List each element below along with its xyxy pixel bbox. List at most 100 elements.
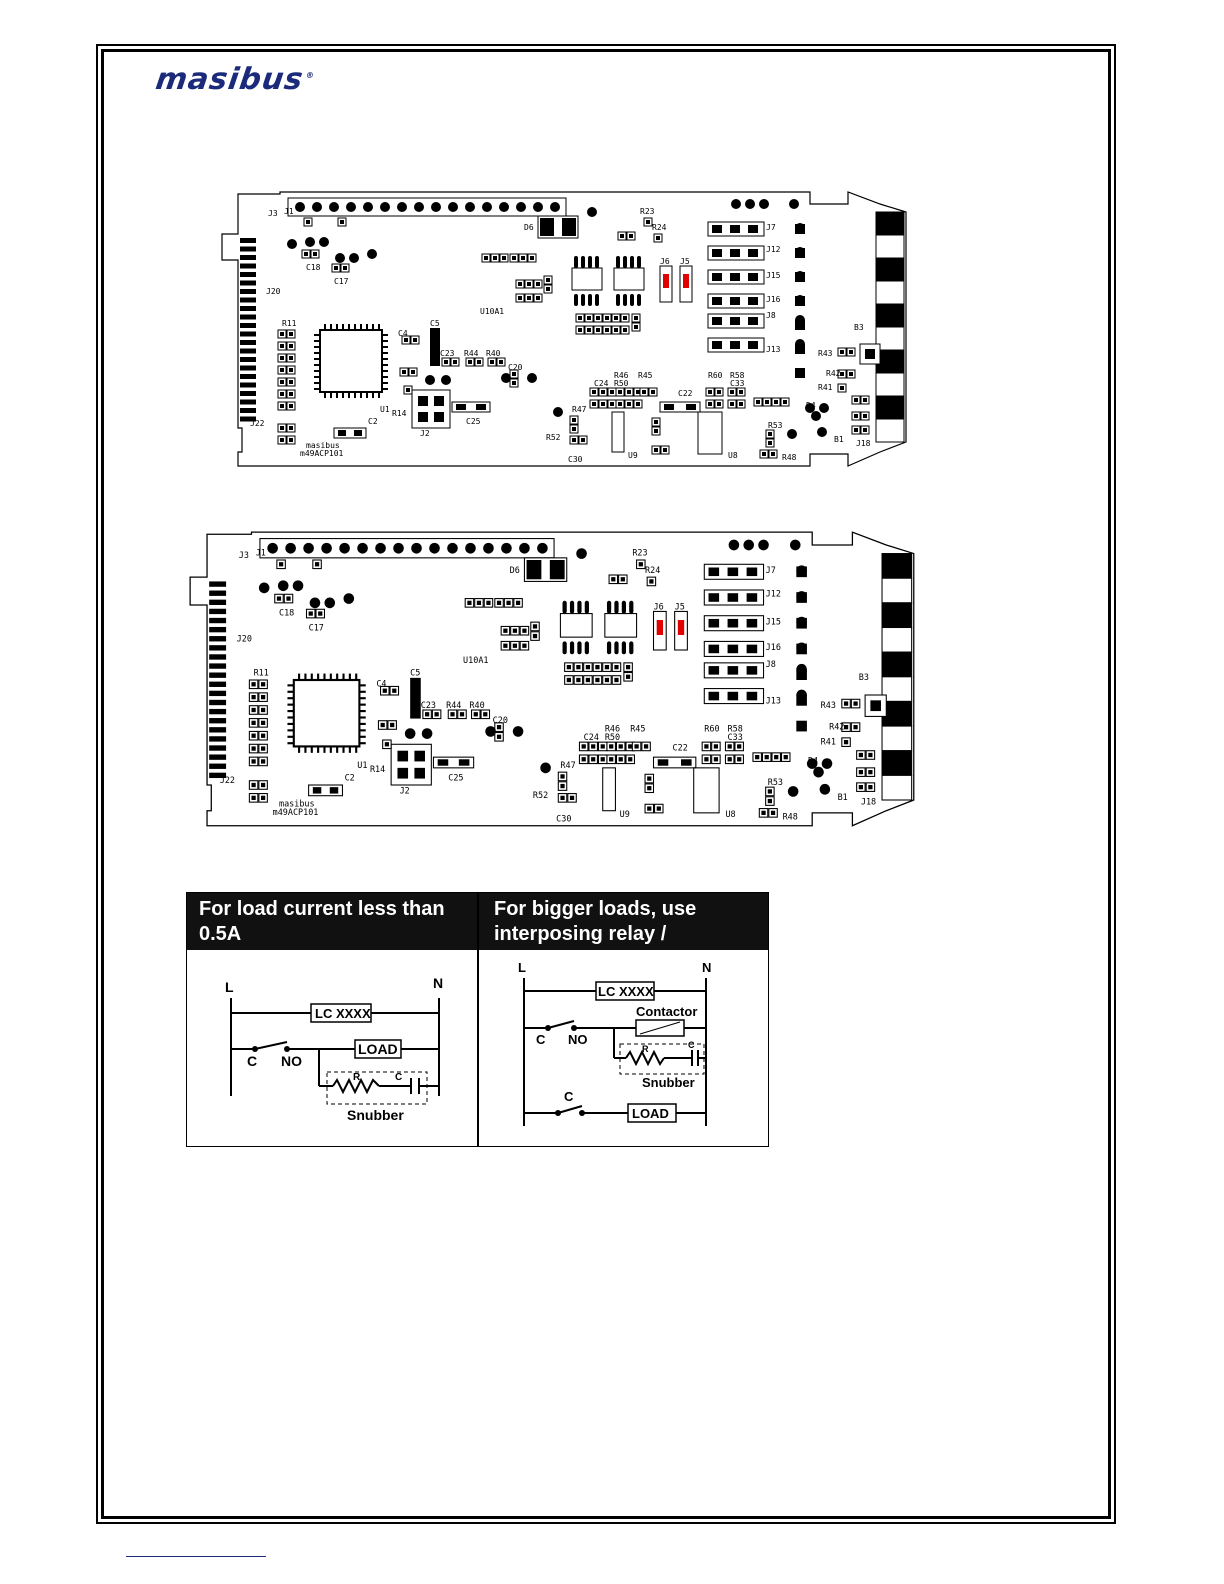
label-c20-2: C20 (493, 716, 508, 726)
left-load-label: LOAD (358, 1041, 398, 1057)
masibus-logo: masibus® (154, 62, 317, 97)
label-j1: J1 (284, 207, 294, 216)
left-header: For load current less than 0.5A (187, 893, 477, 950)
silk-brand: masibus (306, 441, 340, 450)
label-j20: J20 (266, 287, 281, 296)
left-c-label: C (247, 1053, 257, 1069)
right-contactor-label: Contactor (636, 1004, 697, 1019)
label-d6: D6 (524, 223, 534, 232)
label-c4: C4 (398, 329, 408, 338)
footer-link-underline[interactable] (126, 1556, 266, 1557)
label-r41-2: R41 (821, 737, 836, 747)
label-r14: R14 (392, 409, 407, 418)
label-c5-2: C5 (410, 669, 420, 679)
label-r47-2: R47 (560, 761, 575, 771)
right-r-label: R (642, 1044, 649, 1054)
label-j20-2: J20 (237, 634, 252, 644)
label-u1-2: U1 (357, 761, 367, 771)
label-j6-2: J6 (654, 602, 664, 612)
label-r23: R23 (640, 207, 655, 216)
label-j8-2: J8 (766, 660, 776, 670)
logo-text: masibus (153, 62, 306, 97)
pcb-drawing-2: J3 J1 J20 J22 J2 D6 U1 U10A1 U9 U8 J7 J1… (189, 531, 915, 827)
label-j18-2: J18 (861, 797, 876, 807)
label-r53-2: R53 (768, 778, 783, 788)
label-r42: R42 (826, 369, 841, 378)
right-header: For bigger loads, use interposing relay … (478, 893, 768, 970)
label-j7: J7 (766, 223, 776, 232)
label-c2: C2 (368, 417, 378, 426)
label-r11-2: R11 (254, 669, 269, 679)
label-r42-2: R42 (829, 722, 844, 732)
label-r40-2: R40 (469, 701, 484, 711)
pcb-layout-top: J3 J1 J20 J22 J2 D6 U1 U10A1 U9 U8 J7 J1… (220, 190, 910, 470)
label-u9-2: U9 (620, 810, 630, 820)
label-j15-2: J15 (766, 617, 781, 627)
label-j16: J16 (766, 295, 781, 304)
page-border-outer (96, 44, 1116, 1524)
label-r45-2: R45 (630, 724, 645, 734)
label-u10: U10A1 (480, 307, 504, 316)
right-load-label: LOAD (632, 1106, 669, 1121)
label-j6: J6 (660, 257, 670, 266)
page-border-inner (101, 49, 1111, 1519)
right-c2-label: C (564, 1089, 574, 1104)
label-c20: C20 (508, 363, 523, 372)
label-c30-2: C30 (556, 814, 571, 824)
label-r48-2: R48 (783, 812, 798, 822)
label-r48: R48 (782, 453, 797, 462)
label-r58-2: R58 (728, 724, 743, 734)
label-c2-2: C2 (345, 774, 355, 784)
label-r41: R41 (818, 383, 833, 392)
label-r50-2: R50 (605, 733, 620, 743)
label-r24-2: R24 (645, 566, 660, 576)
label-u8: U8 (728, 451, 738, 460)
label-d4-2: D4 (808, 757, 818, 767)
logo-mark: ® (305, 71, 316, 80)
label-j12-2: J12 (766, 589, 781, 599)
right-snubber-label: Snubber (642, 1075, 695, 1090)
label-c24: C24 (594, 379, 609, 388)
label-j22: J22 (250, 419, 265, 428)
label-d6-2: D6 (510, 566, 520, 576)
left-r-label: R (353, 1072, 361, 1083)
pcb-drawing: J3 J1 J20 J22 J2 D6 U1 U10A1 U9 U8 J7 J1… (221, 191, 907, 467)
label-c25: C25 (466, 417, 481, 426)
label-c33: C33 (730, 379, 745, 388)
pcb-layout-bottom: J3 J1 J20 J22 J2 D6 U1 U10A1 U9 U8 J7 J1… (188, 530, 918, 830)
label-u8-2: U8 (725, 810, 735, 820)
label-c23: C23 (440, 349, 455, 358)
left-wiring-diagram: L N LC XXXX C NO LOAD R C Snubber (187, 950, 477, 1145)
label-j5: J5 (680, 257, 690, 266)
label-r40: R40 (486, 349, 501, 358)
silk-model-2: m49ACP101 (273, 808, 319, 818)
label-j2-2: J2 (400, 787, 410, 797)
silk-model: m49ACP101 (300, 449, 344, 458)
left-snubber-label: Snubber (347, 1107, 404, 1123)
label-u10-2: U10A1 (463, 656, 488, 666)
label-r43: R43 (818, 349, 833, 358)
label-r50: R50 (614, 379, 629, 388)
label-c23-2: C23 (421, 701, 436, 711)
column-divider (477, 893, 479, 1146)
label-j12: J12 (766, 245, 781, 254)
label-c33-2: C33 (728, 733, 743, 743)
label-j3: J3 (268, 209, 278, 218)
label-c4-2: C4 (376, 679, 386, 689)
wiring-diagram-table: For load current less than 0.5A For bigg… (186, 892, 769, 1147)
label-r45: R45 (638, 371, 653, 380)
label-j2: J2 (420, 429, 430, 438)
label-c24-2: C24 (584, 733, 599, 743)
label-d4: D4 (806, 401, 816, 410)
label-c22: C22 (678, 389, 693, 398)
label-c18: C18 (306, 263, 321, 272)
left-l-label: L (225, 979, 234, 995)
label-j1-2: J1 (256, 549, 266, 559)
label-c30: C30 (568, 455, 583, 464)
label-r60-2: R60 (704, 724, 719, 734)
label-r24: R24 (652, 223, 667, 232)
label-u9: U9 (628, 451, 638, 460)
right-no-label: NO (568, 1032, 588, 1047)
label-c18-2: C18 (279, 609, 294, 619)
label-j3-2: J3 (239, 551, 249, 561)
